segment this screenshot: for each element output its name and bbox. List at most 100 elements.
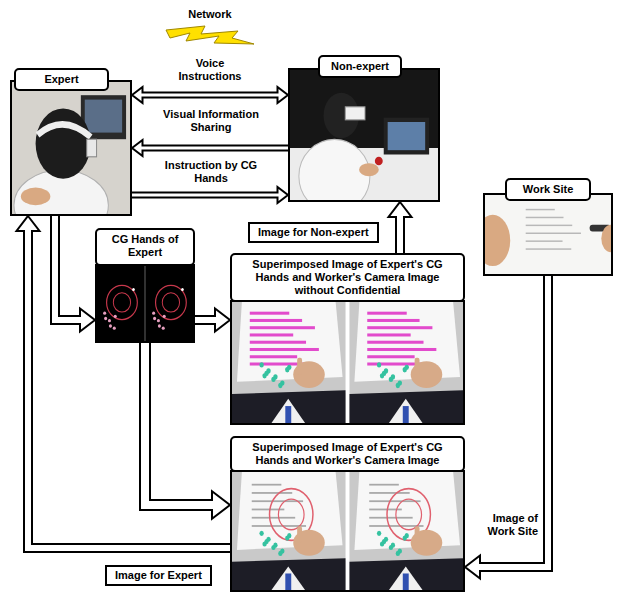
arrow-shaft-inner — [145, 343, 214, 505]
camera-view — [349, 302, 463, 423]
image-panel: Work Site — [483, 178, 613, 276]
panel-heading: Work Site — [505, 178, 591, 201]
arrow-shaft-inner — [28, 229, 230, 548]
flow-arrow — [132, 140, 288, 156]
masked-line — [367, 333, 410, 336]
cg-ring — [107, 285, 138, 319]
tie — [285, 406, 291, 423]
cg-finger-dot — [271, 545, 275, 550]
arrow-shaft-inner — [55, 216, 82, 320]
headset — [345, 107, 365, 120]
cg-ring — [278, 499, 304, 530]
document-line — [369, 492, 409, 494]
flow-arrow — [17, 216, 231, 548]
flow-arrow — [132, 187, 288, 203]
cg-finger-dot — [114, 315, 117, 318]
hand — [21, 188, 50, 206]
camera-image — [95, 264, 195, 343]
boxed-flow-label: Image for Non-expert — [248, 222, 379, 243]
image-illustration — [232, 302, 463, 423]
panel-heading: Non-expert — [318, 55, 402, 78]
image-illustration — [485, 195, 611, 274]
monitor-screen — [85, 100, 122, 133]
document-line — [526, 248, 572, 249]
paper — [354, 472, 460, 550]
cg-finger-dot — [403, 535, 407, 540]
camera-image — [10, 80, 132, 216]
masked-line — [367, 312, 406, 315]
finger — [415, 526, 420, 543]
cg-finger-dot — [104, 317, 107, 320]
paper — [237, 302, 343, 382]
arrow-head — [212, 491, 230, 519]
masked-line — [367, 355, 414, 358]
cg-finger-dot — [380, 541, 384, 546]
masked-line — [250, 341, 306, 344]
cg-finger-dot — [389, 377, 393, 382]
cg-finger-dot — [109, 324, 112, 327]
cg-ring — [113, 293, 130, 312]
flow-arrow — [465, 276, 548, 579]
cg-finger-dot — [285, 535, 289, 540]
paper — [237, 472, 343, 550]
tie — [403, 406, 409, 423]
lightning-bolt — [166, 26, 254, 44]
camera-image — [230, 470, 465, 592]
finger — [297, 526, 302, 543]
cg-finger-dot — [271, 377, 275, 382]
cg-finger-dot — [380, 373, 384, 378]
camera-image — [483, 193, 613, 276]
flow-arrow — [195, 309, 230, 332]
collar — [271, 566, 305, 590]
document-line — [369, 484, 399, 486]
cg-finger-dot — [153, 317, 156, 320]
arrow-shaft-outline — [141, 92, 280, 99]
headset — [87, 139, 97, 157]
cg-finger-dot — [403, 367, 407, 372]
masked-line — [250, 333, 293, 336]
arrow-shaft-inner — [397, 215, 403, 253]
heading-text: Superimposed Image of Expert's CG Hands … — [236, 258, 459, 297]
collar — [389, 399, 423, 423]
arrow-shaft-outline — [141, 145, 289, 152]
image-illustration — [232, 472, 463, 590]
stereo-divider — [144, 266, 146, 341]
photo-ground — [232, 472, 463, 590]
arrow-head — [215, 309, 230, 332]
masked-line — [250, 319, 302, 322]
cg-finger-dot — [108, 319, 111, 322]
masked-line — [367, 348, 436, 351]
collar — [271, 399, 305, 423]
camera-view — [232, 472, 346, 590]
image-illustration — [290, 70, 438, 200]
clothing — [232, 558, 346, 590]
camera-image — [288, 68, 440, 202]
panel-heading: Superimposed Image of Expert's CG Hands … — [230, 436, 465, 472]
clothing — [232, 390, 346, 423]
arrow-shaft-outline — [55, 216, 82, 320]
heading-text: Expert — [20, 73, 103, 86]
cg-finger-dot — [285, 367, 289, 372]
heading-text: Work Site — [511, 183, 585, 196]
flow-label: Voice Instructions — [170, 57, 250, 83]
arrow-shaft-outline — [195, 315, 217, 325]
masked-line — [367, 319, 419, 322]
cg-finger-dot — [262, 541, 266, 546]
hand — [601, 225, 611, 253]
finger — [297, 358, 302, 375]
camera-image — [230, 300, 465, 425]
cg-finger-dot — [157, 319, 160, 322]
masked-line — [250, 312, 289, 315]
cg-finger-dot — [389, 545, 393, 550]
hand — [359, 163, 379, 176]
arrow-head — [80, 309, 95, 332]
document-line — [252, 525, 306, 527]
flow-arrow — [389, 202, 412, 253]
panel-heading: Superimposed Image of Expert's CG Hands … — [230, 253, 465, 302]
cg-dot — [132, 288, 135, 291]
panel-heading: Expert — [14, 68, 109, 91]
headband — [38, 124, 91, 137]
flow-label: Instruction by CG Hands — [160, 159, 262, 185]
arrow-shaft-inner — [132, 194, 280, 197]
cg-finger-dot — [262, 373, 266, 378]
